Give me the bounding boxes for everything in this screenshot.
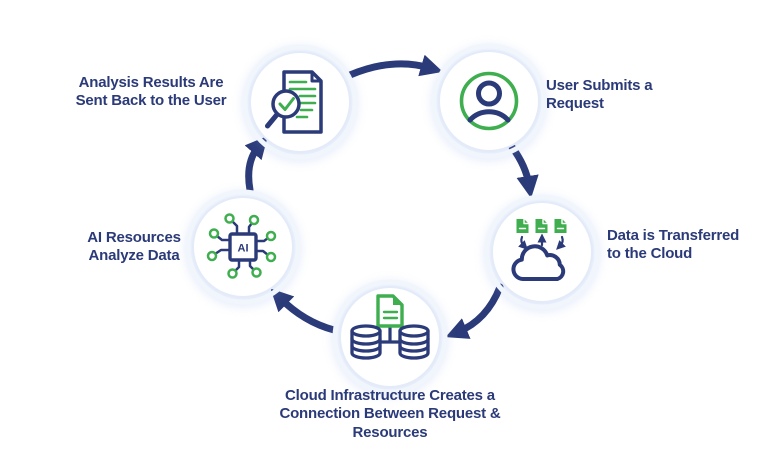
database-link-icon — [350, 294, 430, 360]
document-review-icon — [265, 70, 323, 134]
label-results-back: Analysis Results Are Sent Back to the Us… — [75, 74, 227, 110]
arrow-user-to-cloud — [508, 143, 539, 199]
cylinder-right — [398, 324, 430, 360]
label-user-submits: User Submits a Request — [546, 77, 653, 113]
user-icon — [459, 71, 519, 131]
ai-chip-icon: AI — [206, 213, 277, 279]
cylinder-left — [350, 324, 382, 360]
node-user — [438, 50, 540, 152]
node-circles — [185, 43, 600, 395]
cloud-upload-icon — [511, 218, 568, 281]
arrow-results-to-user — [346, 54, 443, 79]
arrow-cloud-to-database — [445, 283, 504, 339]
arrow-database-to-ai — [270, 288, 338, 334]
arrow-ai-to-results — [244, 135, 268, 194]
file-glyphs — [516, 218, 568, 233]
ai-chip-label: AI — [238, 243, 249, 255]
label-cloud-infrastructure: Cloud Infrastructure Creates a Connectio… — [279, 387, 501, 441]
chip-nodes — [206, 213, 277, 279]
label-ai-resources: AI Resources Analyze Data — [87, 229, 181, 265]
label-data-transferred: Data is Transferred to the Cloud — [607, 227, 740, 263]
upload-arrows — [518, 233, 566, 250]
